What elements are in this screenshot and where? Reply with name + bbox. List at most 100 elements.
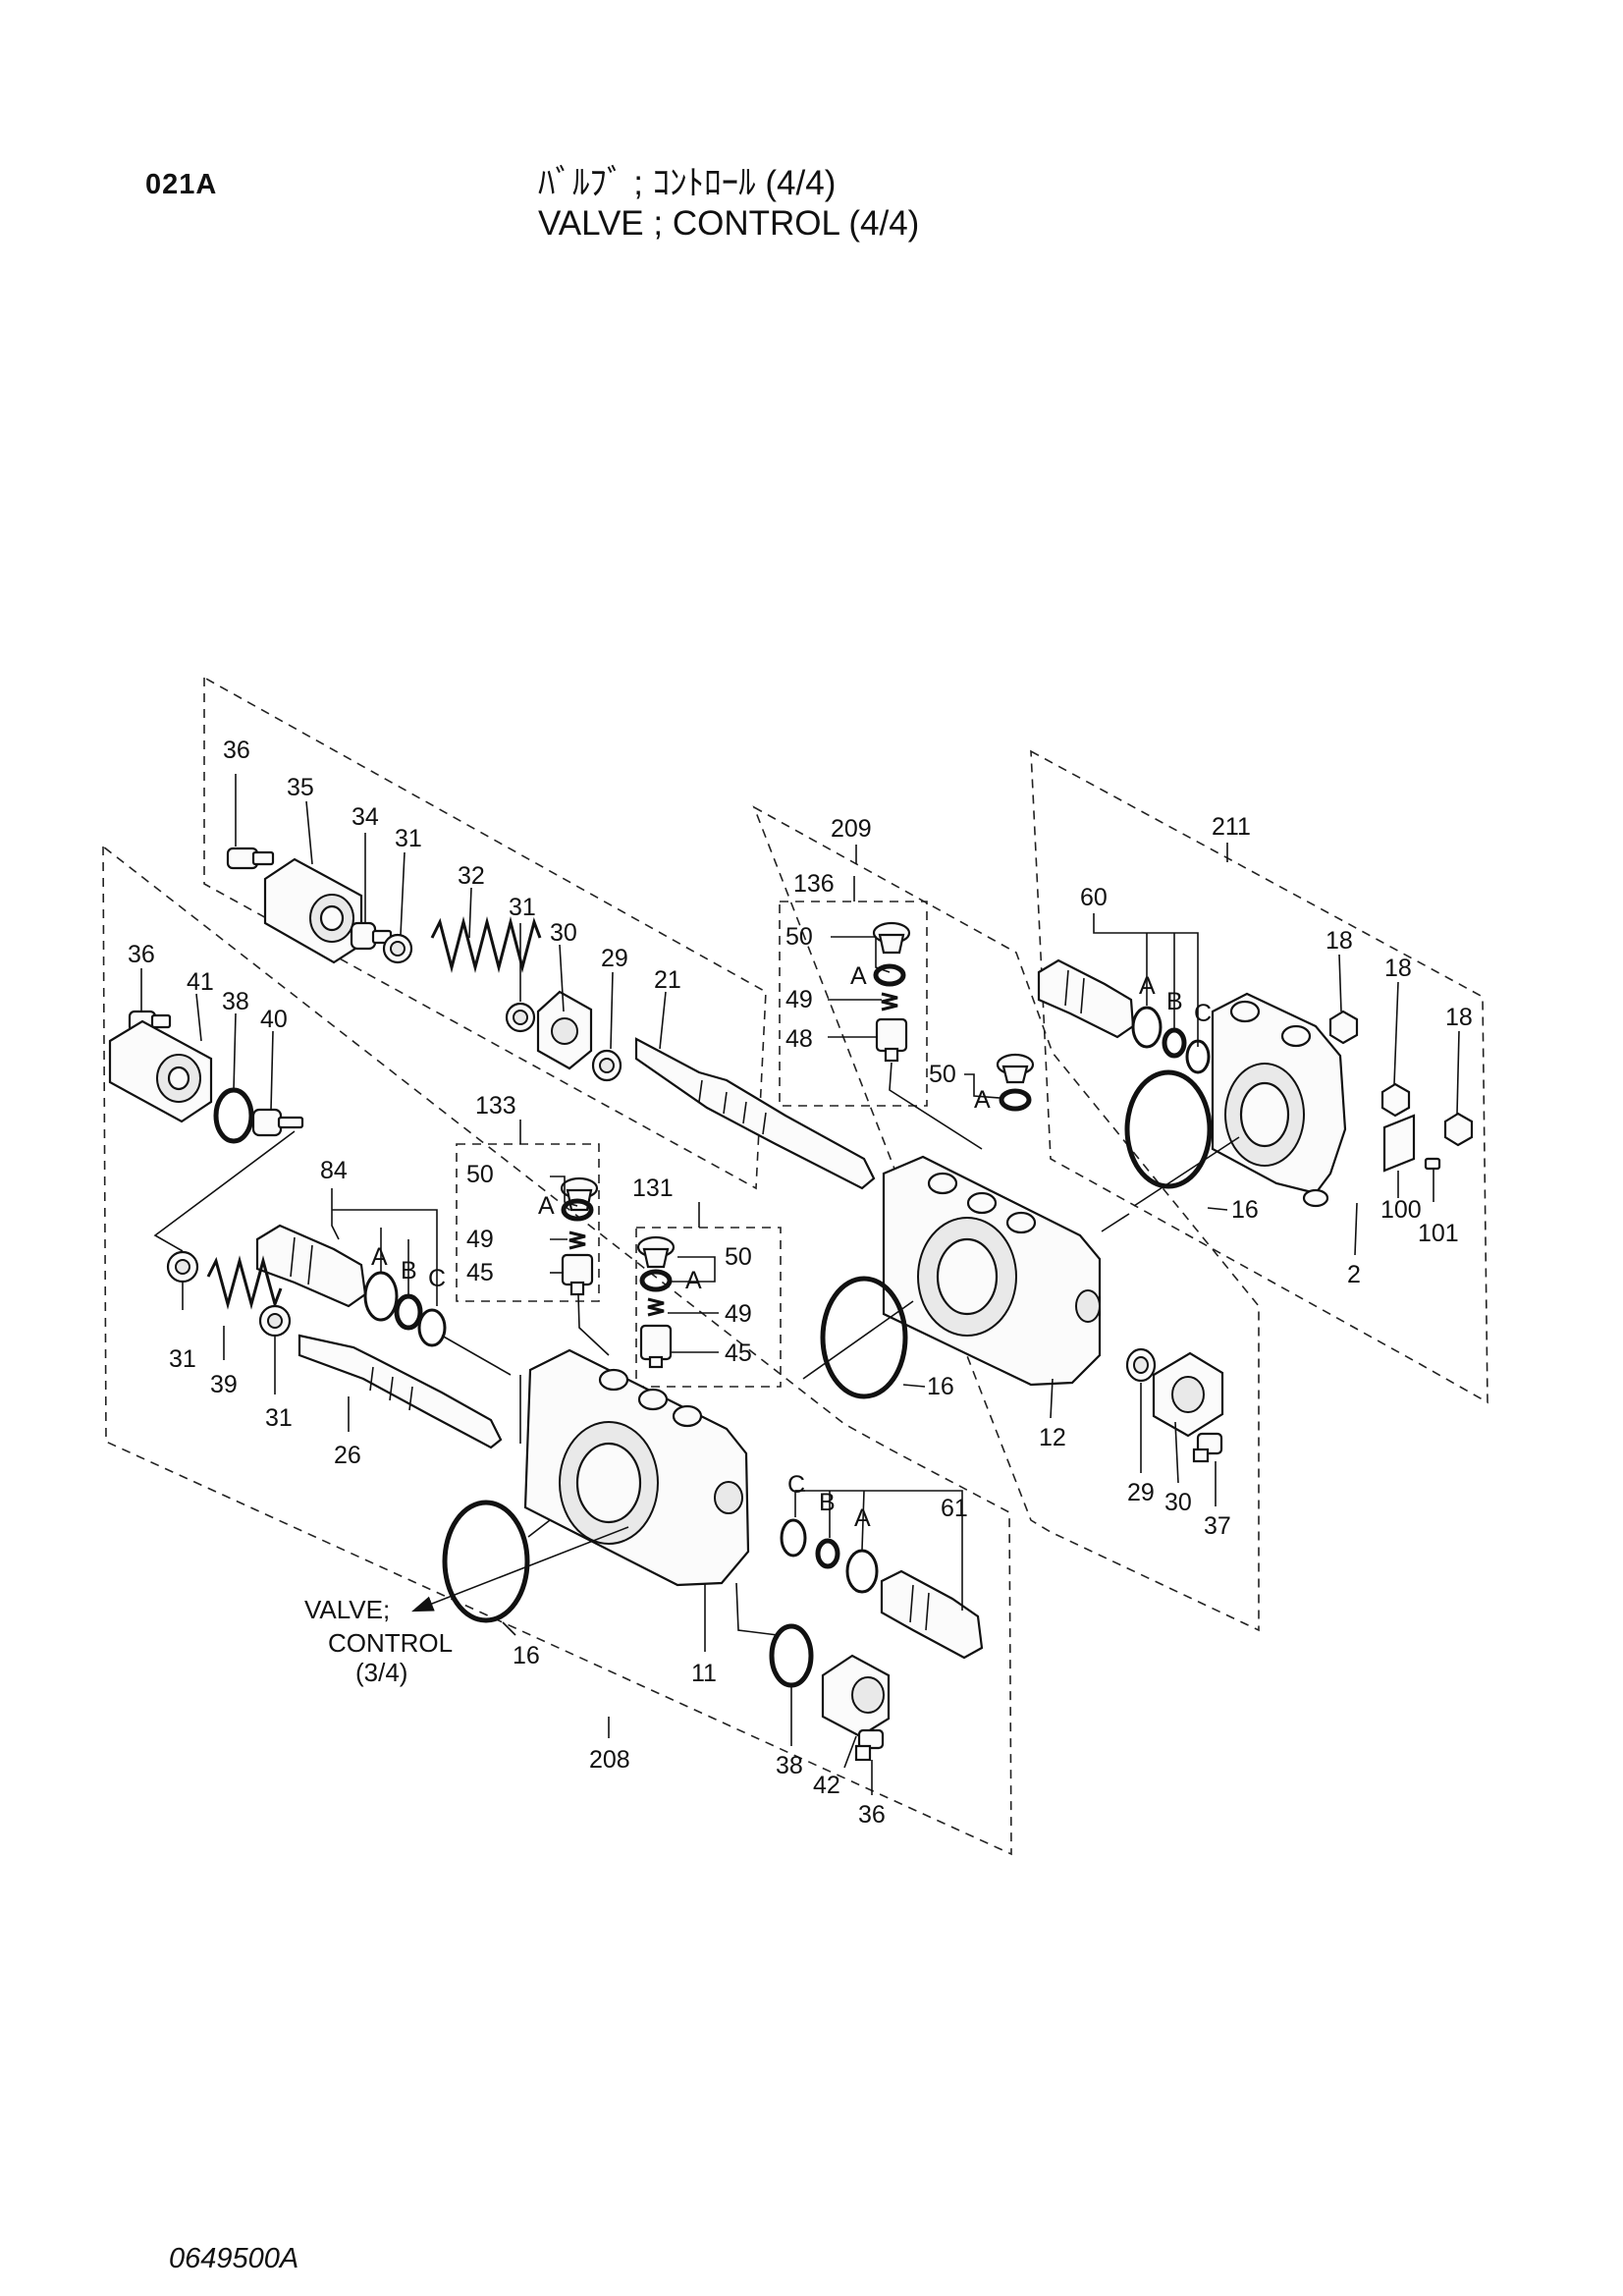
callout-50-A: A bbox=[974, 1086, 991, 1114]
callout-16: 16 bbox=[927, 1373, 954, 1400]
callout-16: 16 bbox=[513, 1642, 540, 1669]
callout-31: 31 bbox=[265, 1404, 293, 1432]
callout-16: 16 bbox=[1231, 1196, 1259, 1224]
bolt-36-lower bbox=[854, 1728, 885, 1762]
cover-35 bbox=[263, 857, 363, 964]
callout-131-A: A bbox=[685, 1267, 702, 1294]
callout-131: 131 bbox=[632, 1175, 674, 1202]
callout-84-A: A bbox=[371, 1243, 388, 1271]
callout-38: 38 bbox=[776, 1752, 803, 1779]
callout-133-45: 45 bbox=[466, 1259, 494, 1286]
callout-61-A: A bbox=[854, 1504, 871, 1532]
poppet-48-136 bbox=[875, 1017, 908, 1063]
o-ring-16-middle bbox=[820, 1276, 908, 1399]
callout-29: 29 bbox=[601, 945, 628, 972]
valve-reference-line-2: CONTROL bbox=[328, 1628, 453, 1658]
housing-12 bbox=[882, 1155, 1102, 1387]
valve-reference-line-1: VALVE; bbox=[304, 1595, 390, 1624]
callout-2: 2 bbox=[1347, 1261, 1361, 1288]
bolt-37 bbox=[1192, 1432, 1223, 1463]
callout-136-48: 48 bbox=[785, 1025, 813, 1053]
spring-49-136 bbox=[881, 992, 898, 1011]
callout-131-50: 50 bbox=[725, 1243, 752, 1271]
plug-18-b bbox=[1380, 1082, 1411, 1118]
plug-50-131 bbox=[636, 1235, 676, 1269]
callout-84-B: B bbox=[401, 1257, 417, 1285]
o-ring-84-C bbox=[417, 1308, 447, 1347]
plug-50-loose bbox=[996, 1053, 1035, 1084]
callout-208: 208 bbox=[589, 1746, 630, 1774]
flange-30-right bbox=[1152, 1351, 1224, 1438]
callout-26: 26 bbox=[334, 1442, 361, 1469]
assembly-boundary-211 bbox=[1030, 749, 1488, 1404]
spring-seat-31-left-b bbox=[258, 1304, 292, 1338]
cover-41 bbox=[108, 1019, 213, 1123]
callout-42: 42 bbox=[813, 1772, 840, 1799]
leader-lines bbox=[140, 774, 1460, 1795]
o-ring-16-rear bbox=[1124, 1069, 1213, 1189]
callout-39: 39 bbox=[210, 1371, 238, 1398]
callout-131-49: 49 bbox=[725, 1300, 752, 1328]
valve-reference-line-3: (3/4) bbox=[355, 1658, 407, 1687]
poppet-45-131 bbox=[639, 1324, 673, 1369]
callout-61-C: C bbox=[787, 1471, 805, 1499]
spring-seat-31-left-a bbox=[166, 1250, 199, 1284]
o-ring-61-A bbox=[845, 1549, 879, 1594]
ring-60-B bbox=[1162, 1027, 1187, 1059]
callout-136-A: A bbox=[850, 962, 867, 990]
callout-36: 36 bbox=[858, 1801, 886, 1829]
piston-40 bbox=[251, 1108, 304, 1137]
bracket-131 bbox=[635, 1227, 782, 1388]
relief-valve-61 bbox=[880, 1569, 984, 1660]
callout-133: 133 bbox=[475, 1092, 516, 1120]
seal-29-right bbox=[1125, 1347, 1157, 1383]
o-ring-A-loose bbox=[999, 1088, 1032, 1112]
callout-136-50: 50 bbox=[785, 923, 813, 951]
drawing-number: 0649500A bbox=[169, 2243, 299, 2274]
callout-133-A: A bbox=[538, 1192, 555, 1220]
callout-18: 18 bbox=[1384, 955, 1412, 982]
page-title-english: VALVE ; CONTROL (4/4) bbox=[538, 204, 920, 243]
callout-136: 136 bbox=[793, 870, 835, 898]
o-ring-16-front bbox=[442, 1500, 530, 1623]
o-ring-84-A bbox=[363, 1271, 399, 1322]
o-ring-38-left bbox=[213, 1087, 254, 1144]
bracket-133 bbox=[456, 1143, 600, 1302]
seal-29-upper bbox=[591, 1049, 622, 1082]
callout-60: 60 bbox=[1080, 884, 1108, 911]
callout-38: 38 bbox=[222, 988, 249, 1015]
plate-30-upper bbox=[536, 990, 593, 1070]
callout-136-49: 49 bbox=[785, 986, 813, 1013]
callout-12: 12 bbox=[1039, 1424, 1066, 1451]
callout-36: 36 bbox=[128, 941, 155, 968]
plug-50-136 bbox=[872, 921, 911, 955]
callout-211: 211 bbox=[1212, 813, 1251, 841]
spring-49-131 bbox=[647, 1297, 665, 1317]
callout-60-C: C bbox=[1194, 1000, 1212, 1027]
callout-209: 209 bbox=[831, 815, 872, 843]
callout-29: 29 bbox=[1127, 1479, 1155, 1506]
o-ring-A-136 bbox=[873, 963, 906, 987]
callout-40: 40 bbox=[260, 1006, 288, 1033]
callout-133-49: 49 bbox=[466, 1226, 494, 1253]
bracket-136 bbox=[779, 901, 928, 1107]
callout-31: 31 bbox=[509, 894, 536, 921]
plug-18-a bbox=[1328, 1010, 1359, 1045]
page-code: 021A bbox=[145, 169, 218, 200]
callout-35: 35 bbox=[287, 774, 314, 801]
housing-2 bbox=[1211, 992, 1347, 1208]
callout-100: 100 bbox=[1380, 1196, 1422, 1224]
callout-61-B: B bbox=[819, 1489, 836, 1516]
callout-37: 37 bbox=[1204, 1512, 1231, 1540]
page-title-japanese: ﾊﾞﾙﾌﾞ ; ｺﾝﾄﾛｰﾙ (4/4) bbox=[538, 164, 837, 202]
callout-30: 30 bbox=[1164, 1489, 1192, 1516]
callout-41: 41 bbox=[187, 968, 214, 996]
callout-34: 34 bbox=[352, 803, 379, 831]
callout-32: 32 bbox=[458, 862, 485, 890]
callout-133-50: 50 bbox=[466, 1161, 494, 1188]
assembly-boundary-upper-spool bbox=[203, 676, 767, 1190]
spring-32 bbox=[430, 916, 542, 973]
name-plate-100 bbox=[1382, 1114, 1416, 1173]
spring-49-133 bbox=[568, 1230, 586, 1250]
poppet-45-133 bbox=[561, 1253, 594, 1296]
